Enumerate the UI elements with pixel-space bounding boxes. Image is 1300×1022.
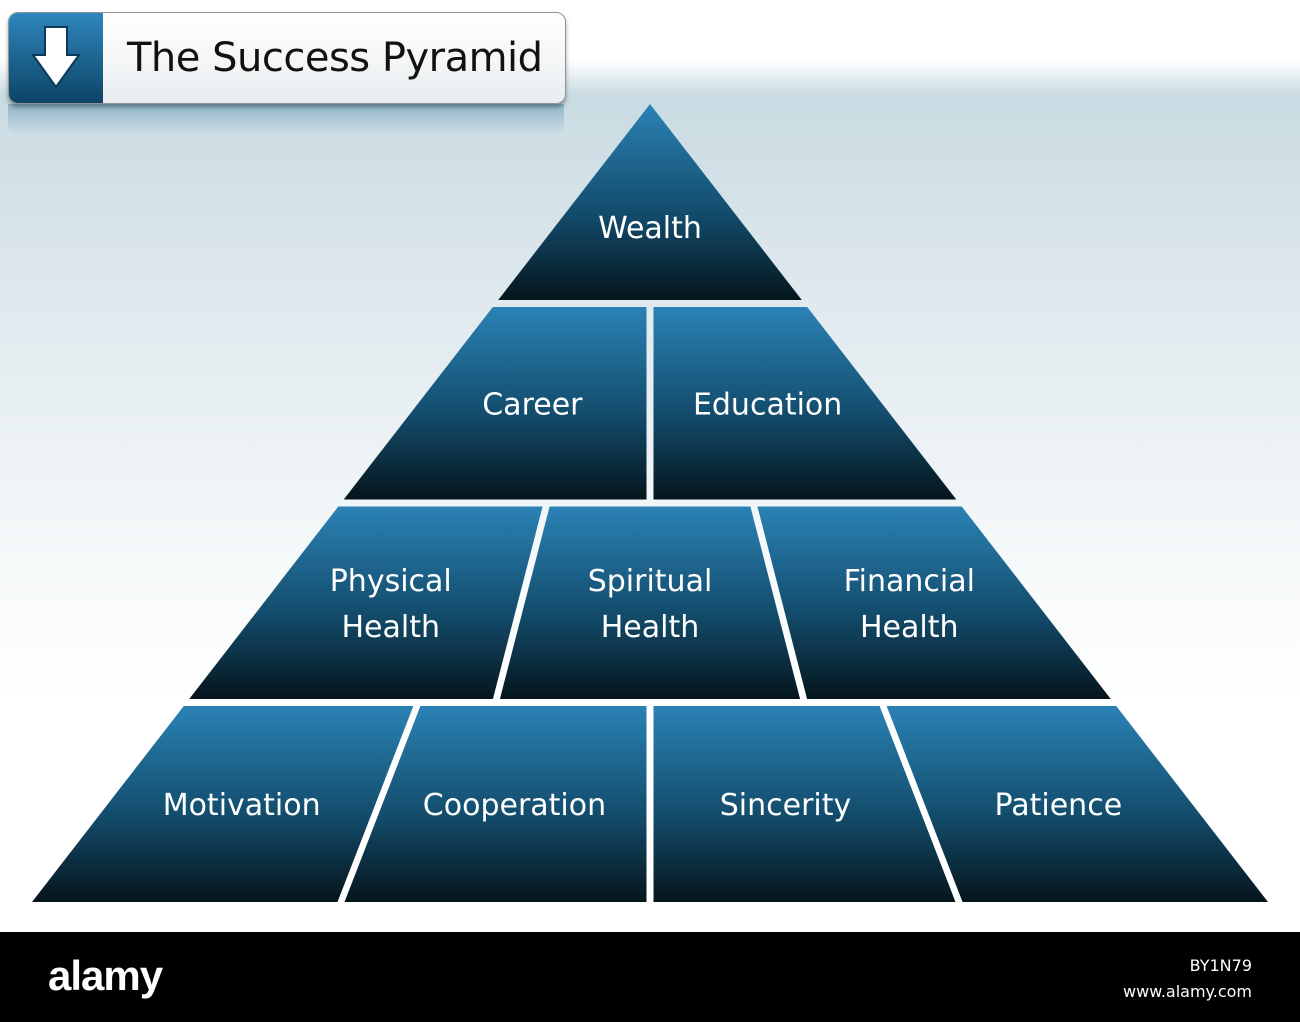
- arrow-down-icon: [9, 13, 103, 103]
- pyramid-block-education: [653, 307, 957, 500]
- pyramid-block-patience: [886, 706, 1268, 902]
- pyramid-block-spiritual-health: [499, 506, 801, 699]
- footer-site: www.alamy.com: [1123, 982, 1252, 1001]
- pyramid-block-wealth: [498, 104, 802, 300]
- pyramid-block-financial-health: [757, 506, 1111, 699]
- pyramid-label-cooperation: Cooperation: [423, 788, 606, 823]
- pyramid-label-wealth: Wealth: [598, 211, 702, 246]
- pyramid-block-sincerity: [653, 706, 956, 902]
- pyramid-label-sincerity: Sincerity: [720, 788, 852, 823]
- pyramid-block-motivation: [32, 706, 414, 902]
- pyramid-label-patience: Patience: [995, 788, 1123, 823]
- footer-logo: alamy: [48, 952, 163, 999]
- pyramid-block-cooperation: [344, 706, 647, 902]
- page-title: The Success Pyramid: [127, 35, 543, 81]
- title-bar-reflection: [8, 104, 564, 134]
- pyramid-block-physical-health: [189, 506, 543, 699]
- title-bar: The Success Pyramid: [8, 12, 566, 104]
- pyramid-label-career: Career: [482, 387, 583, 422]
- pyramid-label-education: Education: [693, 387, 842, 422]
- footer-image-id: BY1N79: [1189, 956, 1252, 975]
- pyramid-label-motivation: Motivation: [163, 788, 321, 823]
- pyramid-block-career: [343, 307, 647, 500]
- footer-bar: alamy BY1N79 www.alamy.com: [0, 932, 1300, 1022]
